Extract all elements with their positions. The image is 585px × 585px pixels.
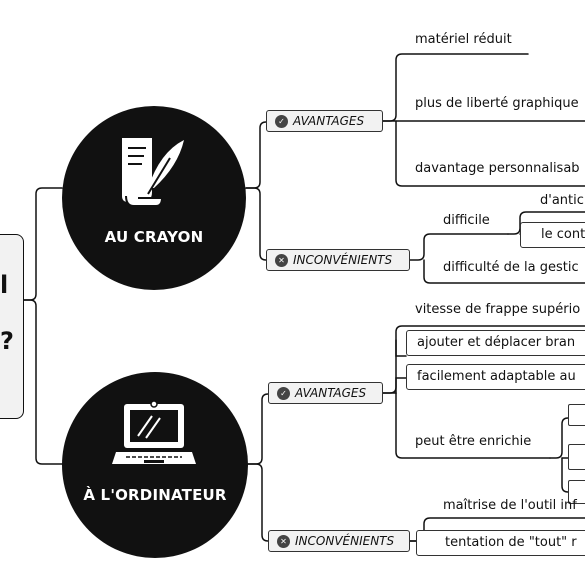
leaf-item: davantage personnalisab [415, 161, 580, 176]
category-avantages-crayon: ✓ AVANTAGES [266, 110, 383, 132]
check-icon: ✓ [277, 386, 290, 400]
category-label: INCONVÉNIENTS [293, 253, 393, 267]
leaf-box: ajouter et déplacer bran [406, 330, 585, 356]
leaf-box: le cont [520, 222, 585, 248]
branch-title: AU CRAYON [104, 228, 204, 246]
category-avantages-ordinateur: ✓ AVANTAGES [268, 382, 383, 404]
check-icon: ✓ [275, 114, 288, 128]
category-label: INCONVÉNIENTS [295, 534, 395, 548]
branch-node-au-crayon: AU CRAYON [62, 106, 246, 290]
leaf-item: peut être enrichie [415, 434, 532, 449]
branch-title: À L'ORDINATEUR [83, 486, 227, 504]
sub-leaf-box [568, 480, 585, 504]
category-inconvenients-crayon: ✕ INCONVÉNIENTS [266, 249, 410, 271]
scroll-quill-icon [122, 138, 184, 207]
leaf-item: maîtrise de l'outil inf [443, 498, 577, 513]
root-node: l ? [0, 234, 24, 419]
category-label: AVANTAGES [293, 114, 365, 128]
x-icon: ✕ [275, 253, 288, 267]
leaf-box: facilement adaptable au [406, 364, 585, 390]
sub-leaf-box [568, 444, 585, 470]
root-glyph-bottom: ? [0, 327, 14, 355]
leaf-item: matériel réduit [415, 32, 512, 47]
branch-node-a-l-ordinateur: À L'ORDINATEUR [62, 372, 248, 558]
x-icon: ✕ [277, 534, 290, 548]
category-label: AVANTAGES [295, 386, 367, 400]
leaf-item: plus de liberté graphique [415, 96, 579, 111]
leaf-item: vitesse de frappe supério [415, 302, 581, 317]
sub-leaf-box [568, 404, 585, 426]
leaf-box: tentation de "tout" r [416, 530, 585, 556]
leaf-item: d'antic [540, 193, 584, 208]
leaf-item: difficile [443, 213, 490, 228]
laptop-icon [112, 400, 196, 464]
root-glyph-top: l [0, 271, 9, 299]
category-inconvenients-ordinateur: ✕ INCONVÉNIENTS [268, 530, 410, 552]
leaf-item: difficulté de la gestic [443, 260, 579, 275]
